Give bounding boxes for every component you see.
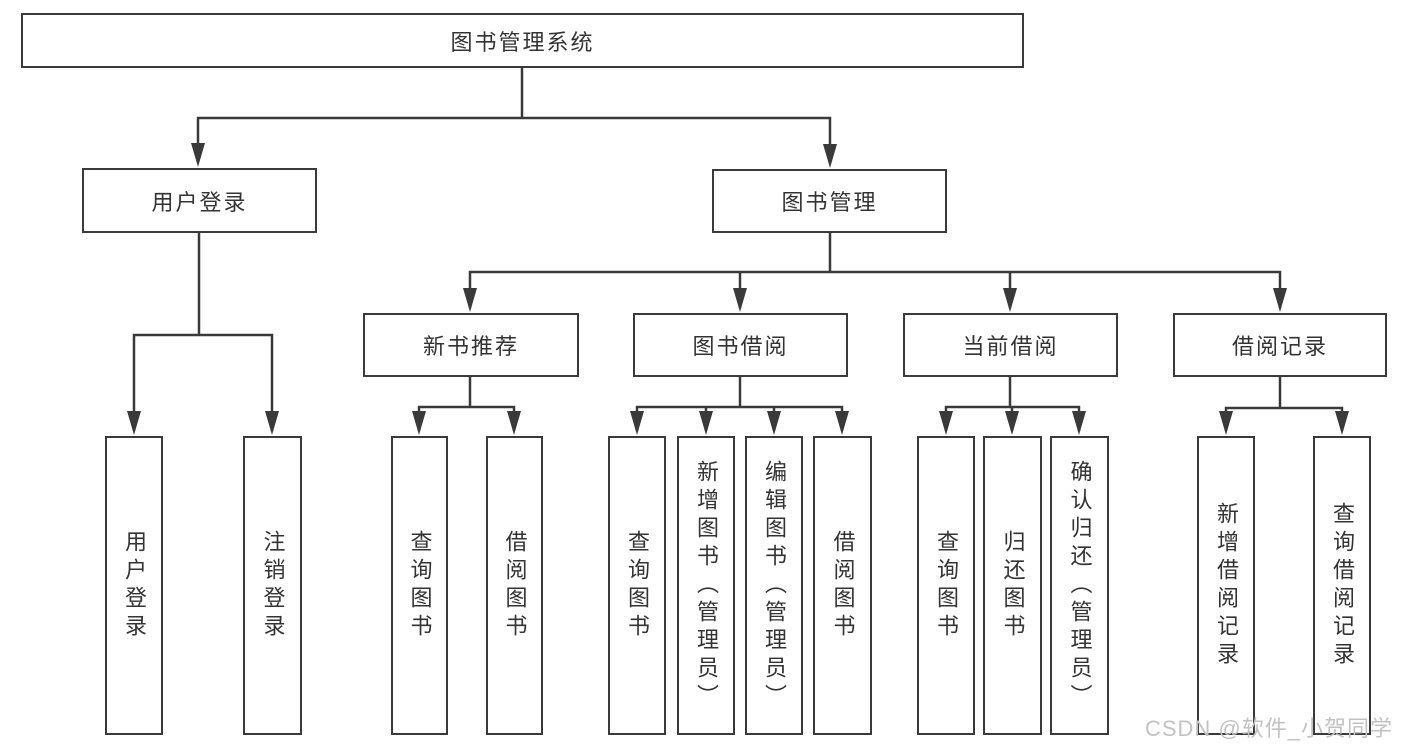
node-current-borrow: 当前借阅: [903, 313, 1118, 377]
arrow-down-icon: [1273, 288, 1287, 312]
node-label: 借阅图书: [830, 529, 856, 642]
node-label: 确认归还（管理员）: [1067, 459, 1093, 712]
node-label: 查询借阅记录: [1330, 501, 1355, 670]
node-label: 新书推荐: [422, 334, 519, 359]
node-cb-return-books: 归还图书: [983, 436, 1042, 735]
connector-book-borrow-split: [630, 377, 849, 435]
connector-new-book-split: [412, 377, 521, 435]
node-cb-query-books: 查询图书: [917, 436, 975, 735]
node-cb-confirm-return-admin: 确认归还（管理员）: [1050, 436, 1109, 735]
node-label: 查询图书: [407, 529, 433, 642]
node-bb-add-books-admin: 新增图书（管理员）: [677, 436, 735, 735]
arrow-down-icon: [1219, 411, 1233, 435]
arrow-down-icon: [507, 411, 521, 435]
arrow-down-icon: [823, 144, 837, 168]
arrow-down-icon: [463, 288, 477, 312]
arrow-down-icon: [767, 411, 781, 435]
connector-current-borrow-split: [939, 377, 1086, 435]
arrow-down-icon: [1335, 411, 1349, 435]
node-bb-edit-books-admin: 编辑图书（管理员）: [745, 436, 803, 735]
arrow-down-icon: [630, 411, 644, 435]
node-label: 查询图书: [934, 529, 959, 642]
node-bb-query-books: 查询图书: [608, 436, 666, 735]
node-label: 注销登录: [260, 529, 286, 642]
node-label: 编辑图书（管理员）: [762, 459, 787, 712]
node-label: 当前借阅: [962, 334, 1059, 359]
node-logout: 注销登录: [243, 436, 302, 735]
node-label: 新增图书（管理员）: [694, 459, 719, 712]
node-label: 新增借阅记录: [1214, 501, 1239, 670]
arrow-down-icon: [1072, 411, 1086, 435]
connector-borrow-records-split: [1219, 377, 1349, 435]
connector-book-management-split: [463, 233, 1287, 312]
node-label: 借阅图书: [502, 529, 528, 642]
node-label: 图书管理系统: [450, 29, 595, 55]
node-nb-borrow-books: 借阅图书: [486, 436, 543, 735]
arrow-down-icon: [939, 411, 953, 435]
node-book-management: 图书管理: [712, 169, 947, 233]
node-new-book-recommend: 新书推荐: [363, 313, 579, 377]
arrow-down-icon: [1003, 288, 1017, 312]
node-label: 图书管理: [781, 190, 878, 215]
node-nb-query-books: 查询图书: [391, 436, 448, 735]
node-borrow-records: 借阅记录: [1173, 313, 1387, 377]
node-label: 用户登录: [151, 189, 248, 215]
arrow-down-icon: [835, 411, 849, 435]
node-label: 借阅记录: [1231, 334, 1328, 359]
node-label: 用户登录: [122, 529, 147, 642]
arrow-down-icon: [191, 143, 205, 167]
node-login: 用户登录: [105, 436, 163, 735]
arrow-down-icon: [1005, 411, 1019, 435]
connector-user-login-split: [127, 233, 279, 435]
node-bb-borrow-books: 借阅图书: [813, 436, 872, 735]
arrow-down-icon: [699, 411, 713, 435]
node-library-management-system: 图书管理系统: [21, 13, 1024, 68]
arrow-down-icon: [127, 411, 141, 435]
arrow-down-icon: [265, 411, 279, 435]
arrow-down-icon: [412, 411, 426, 435]
csdn-watermark: CSDN @软件_小贺同学: [1144, 716, 1393, 741]
node-label: 图书借阅: [692, 334, 789, 359]
node-label: 查询图书: [625, 529, 650, 642]
connector-root-split: [191, 68, 837, 168]
node-label: 归还图书: [1000, 529, 1026, 642]
arrow-down-icon: [733, 288, 747, 312]
node-br-add-record: 新增借阅记录: [1197, 436, 1255, 735]
node-br-query-record: 查询借阅记录: [1313, 436, 1371, 735]
node-book-borrow: 图书借阅: [633, 313, 848, 377]
node-user-login: 用户登录: [82, 168, 317, 233]
